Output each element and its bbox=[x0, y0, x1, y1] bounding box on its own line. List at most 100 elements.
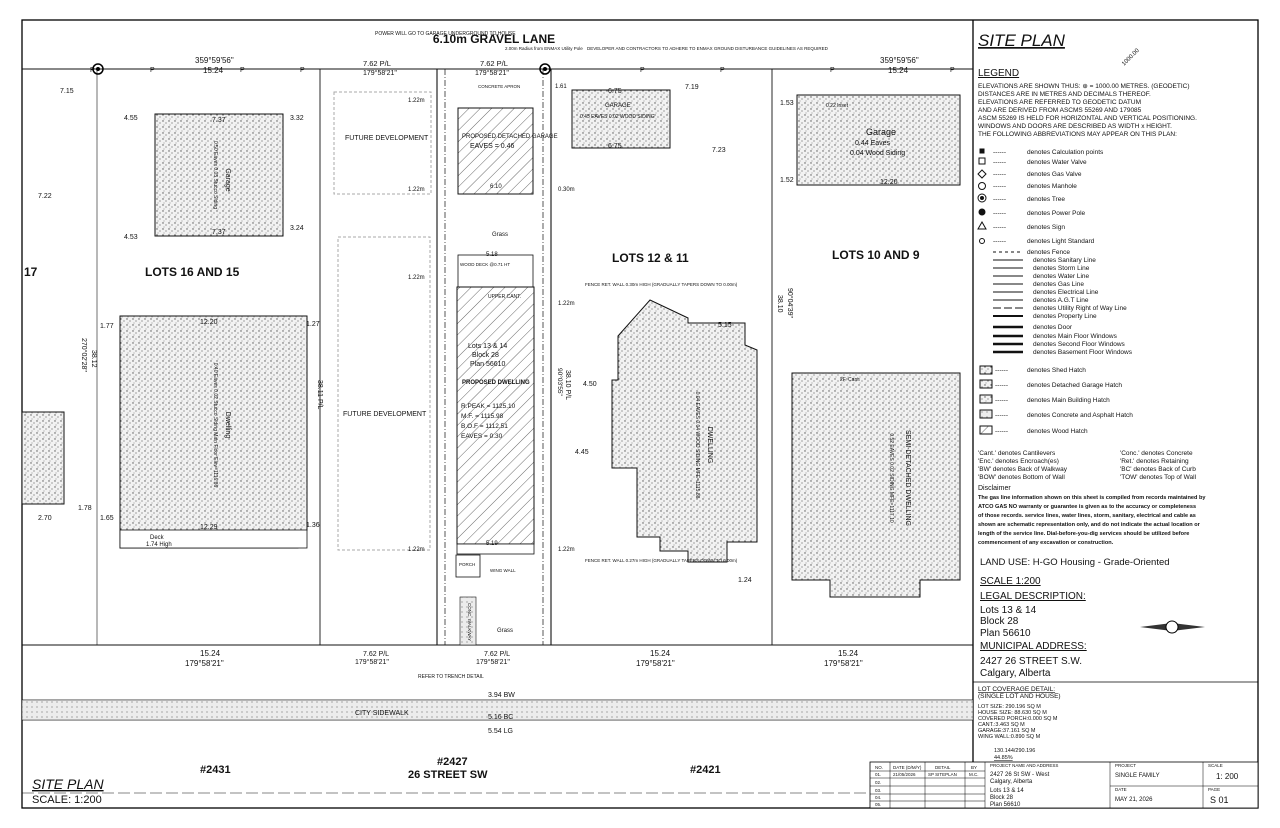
dim-177: 1.77 bbox=[100, 323, 114, 330]
tb-row-1: 01. bbox=[875, 772, 881, 777]
legend-note-5: ASCM 55269 IS HELD FOR HORIZONTAL AND VE… bbox=[978, 115, 1197, 122]
symbol-dash-8: ------ bbox=[993, 238, 1006, 245]
legend-sanitary: denotes Sanitary Line bbox=[1033, 257, 1096, 264]
bearing-bottom-lot-r: 179°58'21" bbox=[476, 658, 510, 666]
dwelling-middle bbox=[611, 299, 758, 563]
power-note: POWER WILL GO TO GARAGE UNDERGROUND TO H… bbox=[375, 31, 516, 37]
street-name: 26 STREET SW bbox=[408, 769, 488, 781]
legend-note-6: WINDOWS AND DOORS ARE DESCRIBED AS WIDTH… bbox=[978, 123, 1172, 130]
dim-737-top: 7.37 bbox=[212, 117, 226, 124]
tb-page-label: PAGE bbox=[1208, 787, 1220, 792]
tb-project-label: PROJECT NAME AND ADDRESS bbox=[990, 763, 1058, 768]
legend-second-windows: denotes Second Floor Windows bbox=[1033, 341, 1126, 348]
garage-right-siding: 0.04 Wood Siding bbox=[850, 150, 905, 157]
dim-1220-left: 12.20 bbox=[200, 319, 218, 326]
garage-right-label: Garage bbox=[866, 127, 896, 137]
legend-label: LEGEND bbox=[978, 68, 1019, 79]
legend-note-1: ELEVATIONS ARE SHOWN THUS: ⊕ = 1000.00 M… bbox=[978, 83, 1190, 90]
tb-by-header: BY bbox=[971, 765, 977, 770]
dim-127: 1.27 bbox=[306, 321, 320, 328]
legend-note-3: ELEVATIONS ARE REFERRED TO GEODETIC DATU… bbox=[978, 99, 1141, 106]
dim-right-depth: 38.10 P/L bbox=[564, 370, 571, 400]
coverage-title: LOT COVERAGE DETAIL: bbox=[978, 686, 1055, 693]
tb-detail-header: DETAIL bbox=[935, 765, 951, 770]
bearing-bottom-2: 179°58'21" bbox=[636, 659, 675, 668]
garage-right-inset: 0.22 Inset bbox=[826, 103, 849, 109]
deck-left-label: Deck bbox=[150, 535, 165, 541]
dim-top-right-width: 15.24 bbox=[888, 66, 909, 75]
dim-136: 1.36 bbox=[306, 522, 320, 529]
garage-right-eaves: 0.44 Eaves bbox=[855, 140, 891, 147]
coverage-lot-size: LOT SIZE: 290.196 SQ M bbox=[978, 704, 1041, 710]
subject-block: Block 28 bbox=[472, 352, 499, 359]
svg-text:P: P bbox=[300, 67, 305, 74]
tb-date-label: DATE bbox=[1115, 787, 1127, 792]
tb-scale-label: SCALE bbox=[1208, 763, 1223, 768]
dim-515: 5.15 bbox=[718, 322, 732, 329]
north-arrow-icon bbox=[1140, 620, 1205, 634]
coverage-house-size: HOUSE SIZE: 88.630 SQ M bbox=[978, 710, 1047, 716]
proposed-garage bbox=[457, 107, 534, 195]
dwelling-far-left bbox=[21, 411, 65, 505]
radius-note: 2.00m Radius from ENMAX Utility Pole bbox=[505, 46, 583, 51]
dim-445: 4.45 bbox=[575, 449, 589, 456]
dwelling-right-detail: 0.52 EAVES 0.02 SIDING MFE=1117.10 bbox=[888, 433, 894, 523]
apron-label: CONCRETE APRON bbox=[478, 84, 520, 89]
dim-top-left-width: 15.24 bbox=[203, 66, 224, 75]
svg-text:P: P bbox=[830, 67, 835, 74]
legal-title: LEGAL DESCRIPTION: bbox=[980, 591, 1086, 602]
dim-161: 1.61 bbox=[555, 84, 567, 90]
svg-text:P: P bbox=[720, 67, 725, 74]
tb-row-1-date: 21/05/2026 bbox=[893, 772, 916, 777]
dim-152: 1.52 bbox=[780, 177, 794, 184]
dwelling-right bbox=[791, 372, 961, 598]
abbr-ret: 'Ret.' denotes Retaining bbox=[1120, 458, 1189, 465]
symbol-dash-6: ------ bbox=[993, 210, 1006, 217]
dim-455: 4.55 bbox=[124, 115, 138, 122]
dim-675-top: 6.75 bbox=[608, 88, 622, 95]
dim-bottom-3: 15.24 bbox=[838, 649, 859, 658]
legend-wood-hatch: denotes Wood Hatch bbox=[1027, 428, 1088, 435]
dim-left-depth: 38.11 P/L bbox=[316, 380, 323, 410]
dim-450: 4.50 bbox=[583, 381, 597, 388]
lots-12-11-label: LOTS 12 & 11 bbox=[612, 251, 689, 265]
garage-middle bbox=[571, 89, 671, 149]
tb-legal-block: Block 28 bbox=[990, 795, 1014, 801]
svg-text:P: P bbox=[150, 67, 155, 74]
legend-property-line: denotes Property Line bbox=[1033, 313, 1097, 320]
dim-675-bottom: 6.75 bbox=[608, 143, 622, 150]
tb-scale-value: 1: 200 bbox=[1216, 772, 1239, 781]
dim-122m-2: 1.22m bbox=[408, 187, 425, 193]
bearing-top-left: 359°59'56" bbox=[195, 56, 234, 65]
dwelling-eaves: EAVES = 0.30 bbox=[461, 433, 503, 440]
disclaimer-line-5: length of the service line. Dial-before-… bbox=[978, 531, 1189, 537]
tb-date-header: DATE (D/M/Y) bbox=[893, 765, 922, 770]
trench-note: REFER TO TRENCH DETAIL bbox=[418, 674, 484, 680]
deck-left-height: 1.74 High bbox=[146, 542, 172, 548]
tb-page-value: S 01 bbox=[1210, 795, 1229, 805]
bearing-top-right: 359°59'56" bbox=[880, 56, 919, 65]
dim-722: 7.22 bbox=[38, 193, 52, 200]
tb-project-address: 2427 26 St SW - West bbox=[990, 772, 1050, 778]
abbr-bc: 'BC' denotes Back of Curb bbox=[1120, 466, 1196, 473]
walkway-label: CONC. WALKWAY bbox=[467, 603, 472, 641]
fence-ret-wall-top: FENCE RET. WALL 0.30m HIGH (GRADUALLY TA… bbox=[585, 282, 738, 287]
dim-bottom-1: 15.24 bbox=[200, 649, 221, 658]
dim-270: 2.70 bbox=[38, 515, 52, 522]
dim-bottom-lot-r: 7.62 P/L bbox=[484, 651, 510, 658]
hatch-dash-4: ------ bbox=[995, 412, 1008, 419]
legal-lots: Lots 13 & 14 bbox=[980, 605, 1037, 616]
back-of-walk: 3.94 BW bbox=[488, 692, 515, 699]
dwelling-right-label: SEMI-DETACHED DWELLING bbox=[904, 430, 911, 526]
legend-storm: denotes Storm Line bbox=[1033, 265, 1090, 272]
cant-2f-right: 2F. Cant. bbox=[840, 377, 860, 383]
footer-scale: SCALE: 1:200 bbox=[32, 794, 102, 806]
house-number-2431: #2431 bbox=[200, 764, 231, 776]
disclaimer-line-6: commencement of any excavation or constr… bbox=[978, 540, 1114, 546]
dim-bottom-2: 15.24 bbox=[650, 649, 671, 658]
tb-type: SINGLE FAMILY bbox=[1115, 773, 1160, 779]
dim-332: 3.32 bbox=[290, 115, 304, 122]
tb-row-1-detail: SP SITEPLAN bbox=[928, 772, 957, 777]
dim-122m-5: 1.22m bbox=[558, 301, 575, 307]
